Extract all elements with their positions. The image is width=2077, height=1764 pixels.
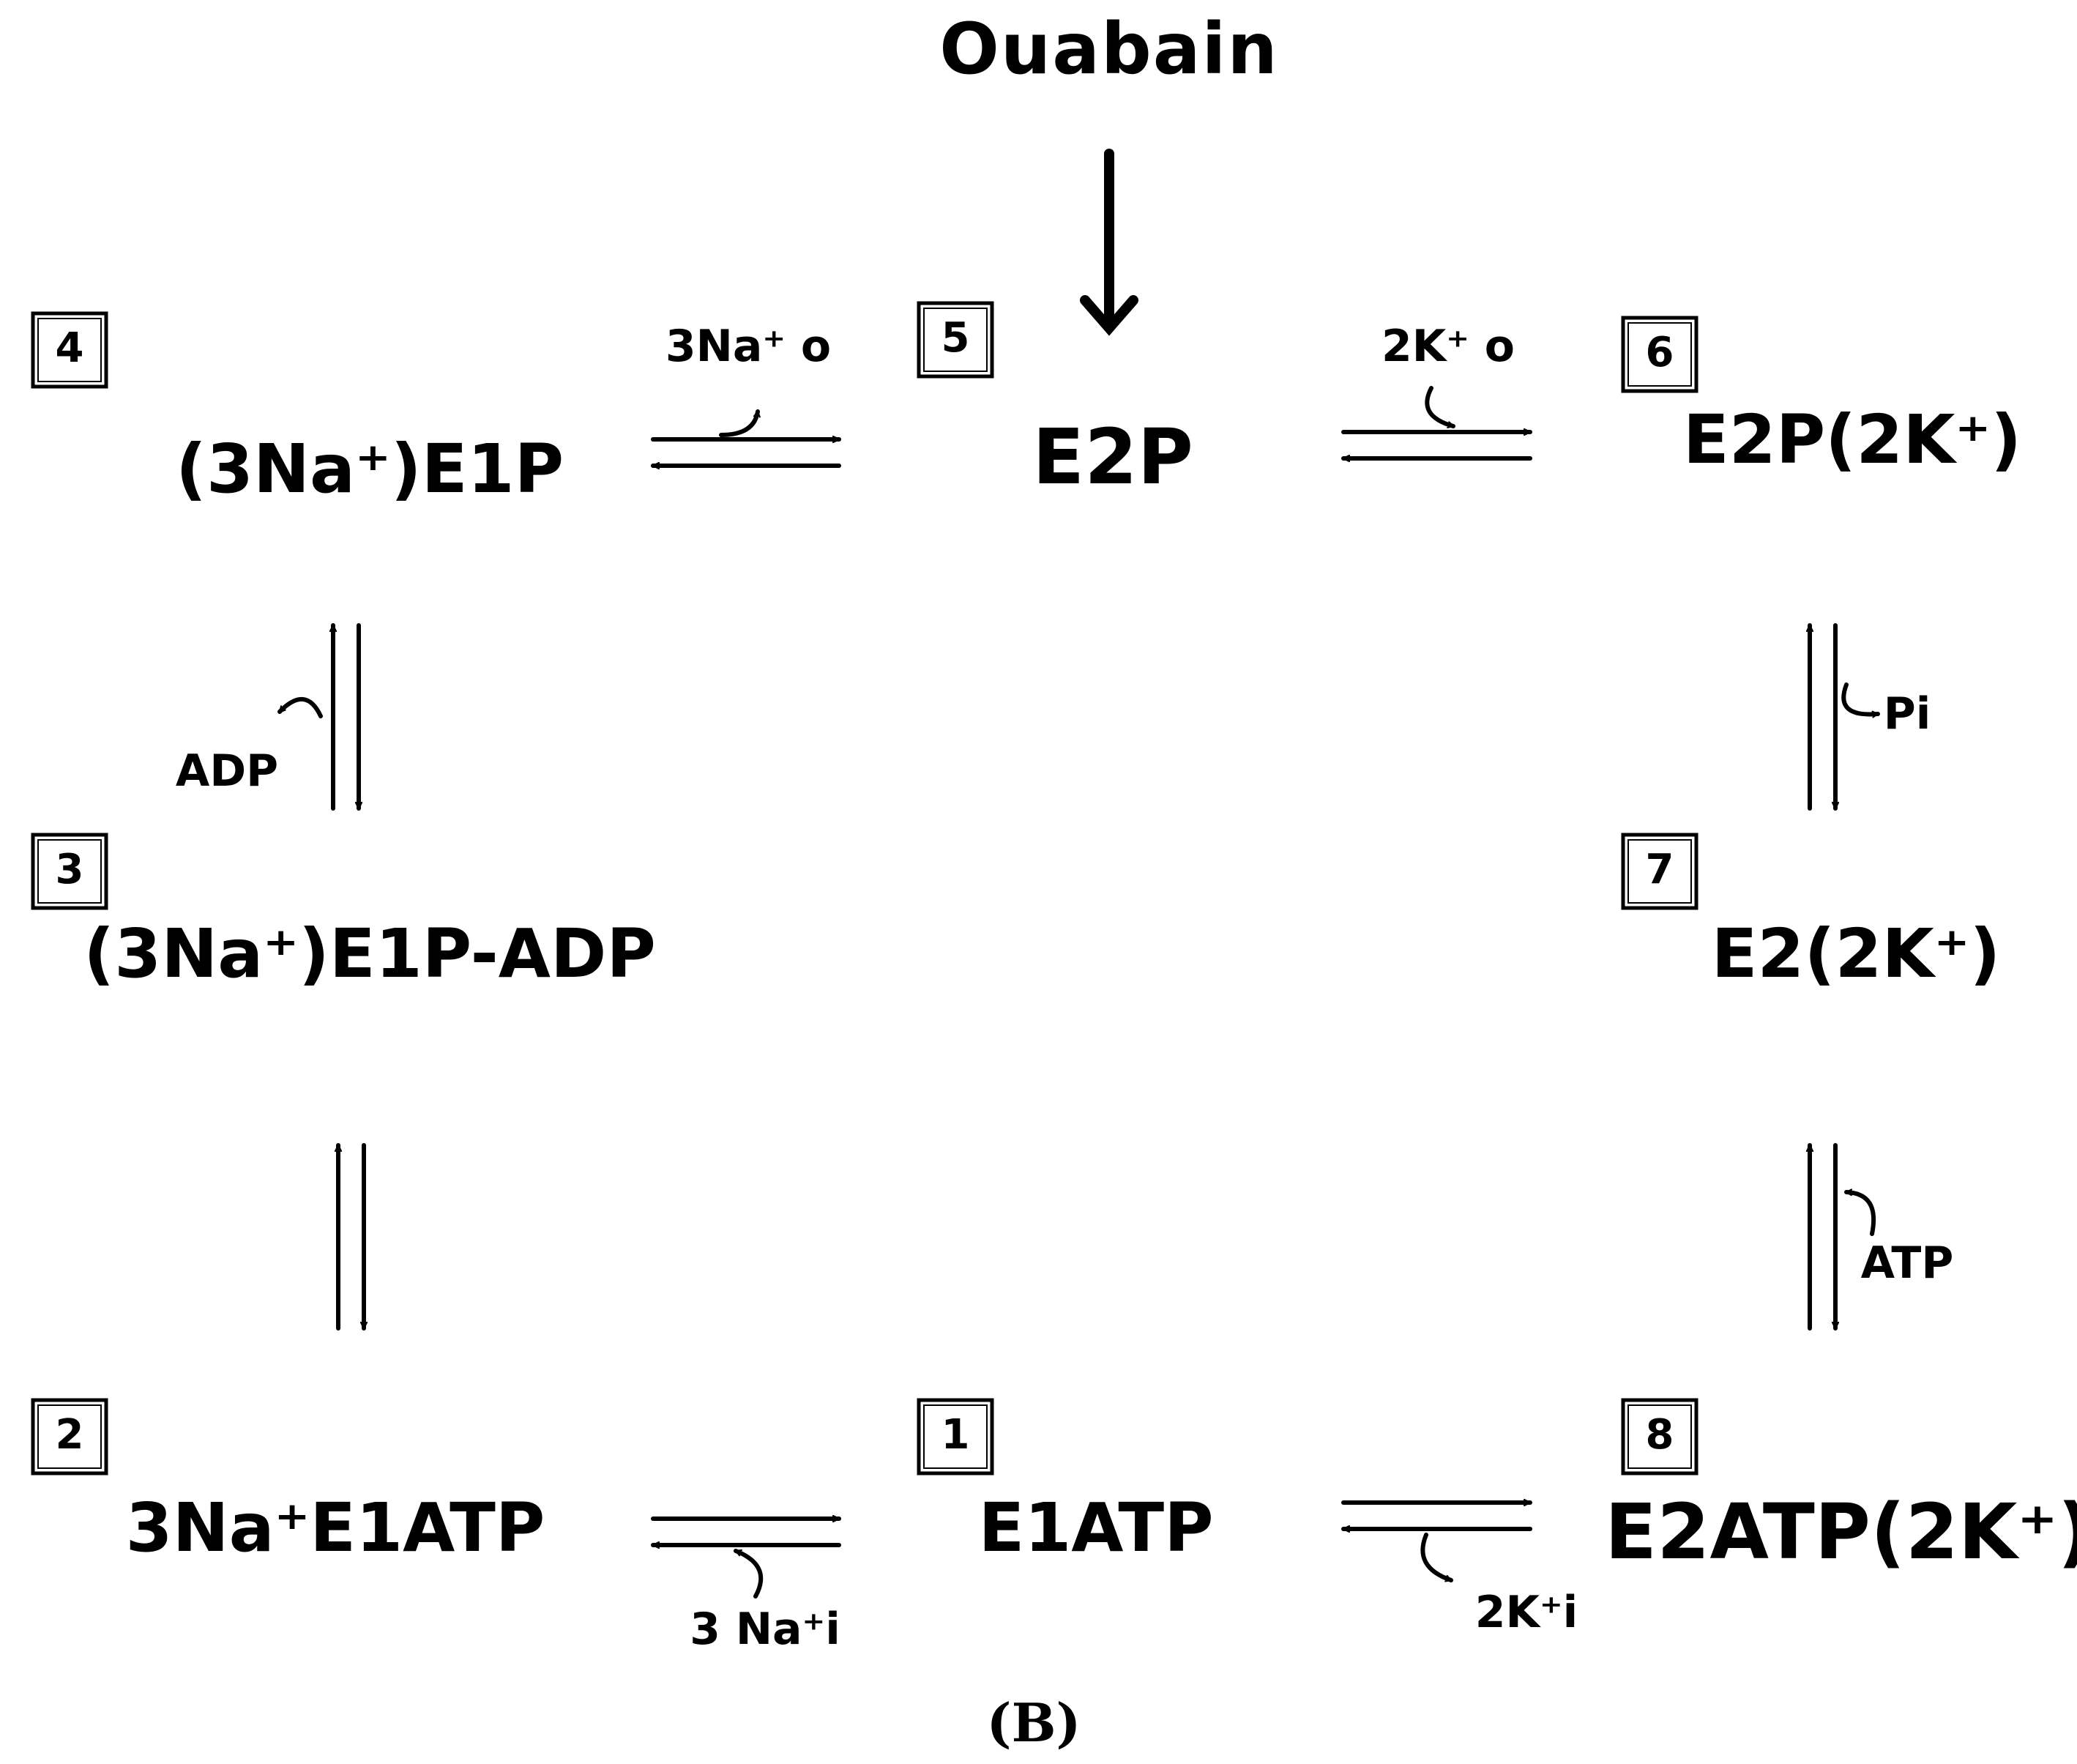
ouabain-arrow — [1080, 149, 1138, 336]
equilibrium-arrows-7-8 — [1810, 1143, 1876, 1331]
equilibrium-arrows-3-2 — [338, 1143, 364, 1331]
equilibrium-arrows-5-6 — [1341, 386, 1532, 458]
equilibrium-arrows-6-7 — [1810, 623, 1880, 811]
state-number-box-1: 1 — [917, 1398, 994, 1475]
transition-label-2-1: 3 Na⁺i — [690, 1604, 840, 1655]
state-number-box-3: 3 — [31, 833, 108, 910]
transition-label-4-3: ADP — [176, 745, 278, 797]
state-label-5: E2P — [1032, 412, 1193, 502]
state-label-4: (3Na⁺)E1P — [176, 430, 564, 508]
transition-label-1-8: 2K⁺i — [1475, 1587, 1578, 1638]
diagram-title: Ouabain — [939, 8, 1278, 90]
state-label-6: E2P(2K⁺) — [1683, 401, 2021, 479]
state-number: 8 — [1646, 1411, 1674, 1459]
equilibrium-arrows-2-1 — [651, 1519, 841, 1599]
state-label-1: E1ATP — [978, 1489, 1213, 1567]
state-label-7: E2(2K⁺) — [1712, 915, 2001, 993]
figure-caption: (B) — [987, 1692, 1081, 1754]
transition-label-5-6: 2K⁺ o — [1381, 321, 1515, 372]
transition-label-7-8: ATP — [1861, 1238, 1954, 1289]
state-number-box-4: 4 — [31, 311, 108, 389]
state-number: 2 — [56, 1411, 84, 1459]
equilibrium-arrows-4-5 — [651, 409, 841, 466]
transition-label-6-7: Pi — [1884, 688, 1931, 740]
equilibrium-arrows-4-3 — [277, 623, 359, 811]
state-number: 1 — [941, 1411, 970, 1459]
state-number: 4 — [56, 324, 84, 372]
state-label-8: E2ATP(2K⁺) — [1605, 1487, 2077, 1577]
transition-label-4-5: 3Na⁺ o — [665, 321, 831, 372]
state-number-box-6: 6 — [1621, 316, 1698, 393]
state-label-2: 3Na⁺E1ATP — [126, 1489, 545, 1567]
state-number-box-8: 8 — [1621, 1398, 1698, 1475]
state-label-3: (3Na⁺)E1P-ADP — [83, 915, 656, 993]
state-number: 6 — [1646, 329, 1674, 376]
state-number: 3 — [56, 846, 84, 893]
state-number-box-7: 7 — [1621, 833, 1698, 910]
state-number: 7 — [1646, 846, 1674, 893]
state-number-box-2: 2 — [31, 1398, 108, 1475]
state-number-box-5: 5 — [917, 301, 994, 379]
state-number: 5 — [941, 314, 970, 362]
equilibrium-arrows-1-8 — [1341, 1503, 1532, 1582]
